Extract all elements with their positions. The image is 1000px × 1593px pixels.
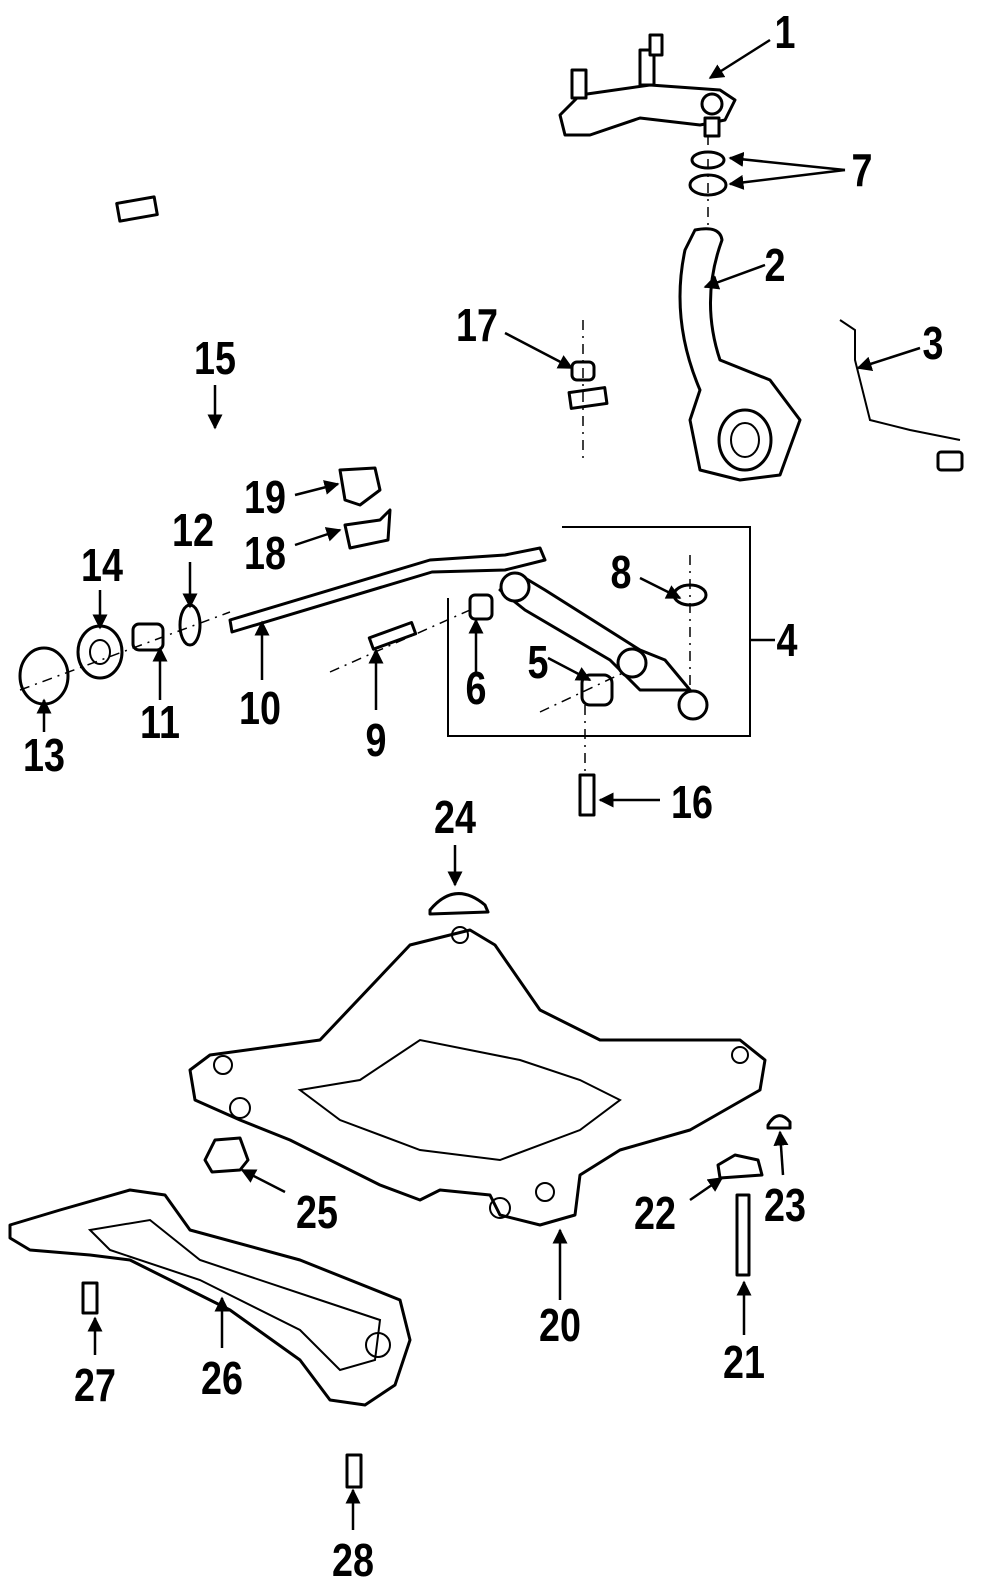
callout-8: 8 bbox=[610, 546, 632, 598]
subframe bbox=[188, 926, 767, 1227]
callout-20: 20 bbox=[539, 1299, 581, 1351]
callout-9: 9 bbox=[365, 714, 387, 766]
callout-2: 2 bbox=[764, 239, 786, 291]
subframe-mounts bbox=[203, 1114, 792, 1180]
strut-rod bbox=[228, 546, 547, 634]
callout-1: 1 bbox=[774, 6, 796, 58]
callout-12: 12 bbox=[172, 504, 214, 556]
strut-rod-bushings bbox=[18, 603, 231, 706]
bolts bbox=[329, 609, 596, 817]
callout-27: 27 bbox=[74, 1359, 116, 1411]
upper-control-arm bbox=[558, 33, 737, 138]
callout-25: 25 bbox=[296, 1186, 338, 1238]
callout-16: 16 bbox=[671, 776, 713, 828]
callout-28: 28 bbox=[332, 1534, 374, 1586]
callout-15: 15 bbox=[194, 332, 236, 384]
callout-24: 24 bbox=[434, 791, 476, 843]
leader-lines bbox=[36, 38, 921, 1530]
callout-13: 13 bbox=[23, 729, 65, 781]
callout-7: 7 bbox=[851, 144, 873, 196]
crossmember bbox=[8, 1188, 412, 1407]
mount-24 bbox=[428, 892, 490, 916]
steering-knuckle bbox=[678, 227, 802, 482]
callout-23: 23 bbox=[764, 1179, 806, 1231]
callout-3: 3 bbox=[922, 317, 944, 369]
callout-14: 14 bbox=[81, 539, 123, 591]
callout-26: 26 bbox=[201, 1352, 243, 1404]
bushing-17 bbox=[570, 320, 596, 460]
bolt-21 bbox=[735, 1193, 751, 1277]
callout-19: 19 bbox=[244, 471, 286, 523]
lower-control-arm bbox=[447, 526, 751, 775]
callout-10: 10 bbox=[239, 682, 281, 734]
abs-sensor-wire bbox=[839, 319, 964, 472]
callout-6: 6 bbox=[465, 662, 487, 714]
callout-21: 21 bbox=[723, 1336, 765, 1388]
stabilizer-bar bbox=[54, 195, 609, 450]
crossmember-bolts bbox=[81, 1281, 363, 1489]
bar-bushing-and-bracket bbox=[338, 466, 392, 550]
callout-22: 22 bbox=[634, 1187, 676, 1239]
washers bbox=[688, 135, 728, 225]
callout-17: 17 bbox=[456, 299, 498, 351]
callout-4: 4 bbox=[776, 614, 798, 666]
callout-18: 18 bbox=[244, 527, 286, 579]
callout-11: 11 bbox=[140, 696, 180, 748]
callout-5: 5 bbox=[527, 636, 549, 688]
